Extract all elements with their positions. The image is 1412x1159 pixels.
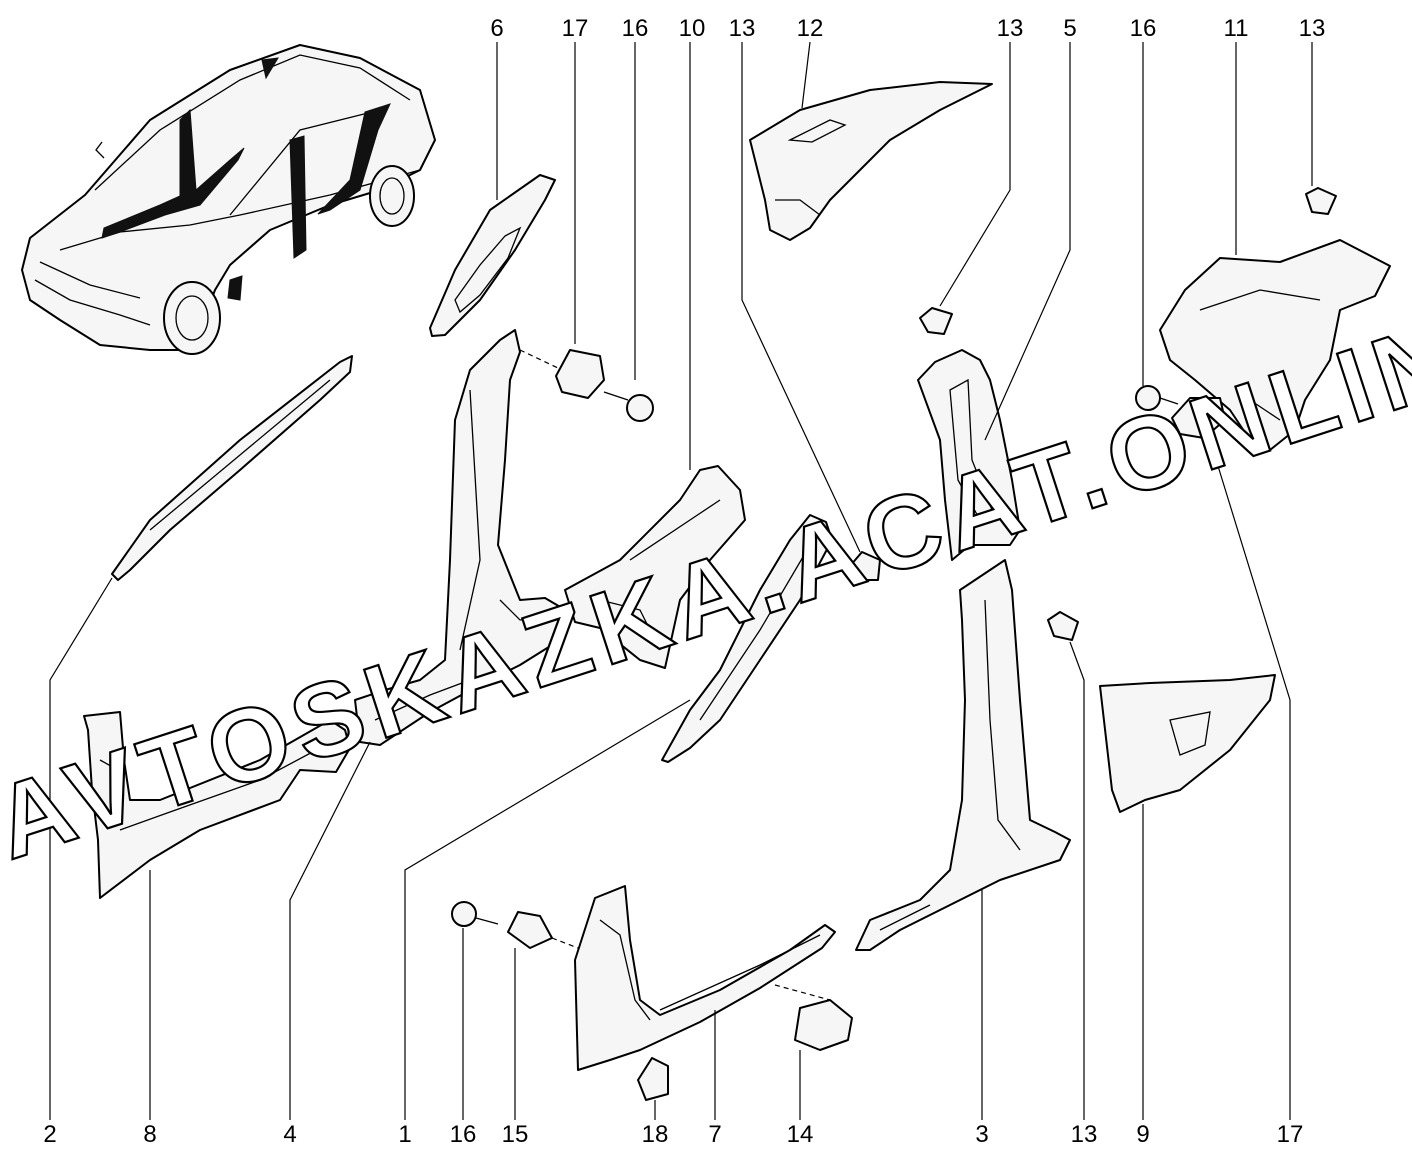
callout-13: 13 — [729, 15, 756, 42]
callout-10: 10 — [679, 15, 706, 42]
clip-17-upper — [555, 349, 605, 399]
callout-17: 17 — [562, 15, 589, 42]
part-10-trim — [564, 465, 746, 669]
clip-13-d — [1047, 611, 1079, 641]
callout-6: 6 — [490, 15, 503, 42]
screw-16-upper — [626, 394, 654, 422]
callout-12: 12 — [797, 15, 824, 42]
part-7-trim — [574, 885, 836, 1071]
part-9-trim — [1099, 674, 1276, 813]
part-12-trim — [749, 81, 993, 241]
callout-9: 9 — [1136, 1121, 1149, 1148]
clip-13-c — [849, 551, 881, 581]
car-locator-illustration — [21, 44, 436, 355]
callout-4: 4 — [283, 1121, 296, 1148]
leader-lines — [49, 41, 1313, 1120]
part-14-clip — [774, 984, 853, 1051]
screw-16-bottom — [451, 901, 477, 927]
clip-17-right — [1171, 397, 1226, 439]
callout-15: 15 — [502, 1121, 529, 1148]
callout-13: 13 — [1299, 15, 1326, 42]
clip-18 — [637, 1057, 669, 1101]
clip-15 — [507, 911, 553, 949]
callout-13: 13 — [997, 15, 1024, 42]
callout-16: 16 — [1130, 15, 1157, 42]
callout-14: 14 — [787, 1121, 814, 1148]
callout-11: 11 — [1224, 15, 1249, 42]
part-1-trim — [661, 514, 833, 763]
callout-16: 16 — [450, 1121, 477, 1148]
part-3-trim — [855, 559, 1071, 951]
clip-13-a — [919, 307, 953, 335]
callout-16: 16 — [622, 15, 649, 42]
callout-18: 18 — [642, 1121, 669, 1148]
part-6-trim — [429, 174, 556, 337]
part-5-trim — [917, 349, 1021, 561]
callout-3: 3 — [975, 1121, 988, 1148]
part-4-trim — [354, 329, 563, 746]
callout-2: 2 — [43, 1121, 56, 1148]
callout-8: 8 — [143, 1121, 156, 1148]
callout-labels-bottom: 2 8 4 1 16 15 18 7 14 3 13 9 17 — [43, 1121, 1303, 1148]
callout-5: 5 — [1063, 15, 1076, 42]
fasteners — [451, 187, 1337, 1101]
callout-17: 17 — [1277, 1121, 1304, 1148]
callout-13: 13 — [1071, 1121, 1098, 1148]
callout-1: 1 — [398, 1121, 411, 1148]
part-8-trim — [83, 711, 351, 899]
callout-7: 7 — [708, 1121, 721, 1148]
part-2-trim — [111, 355, 353, 581]
callout-labels-top: 6 17 16 10 13 12 13 5 16 11 13 — [490, 15, 1325, 42]
clip-13-b — [1305, 187, 1337, 215]
